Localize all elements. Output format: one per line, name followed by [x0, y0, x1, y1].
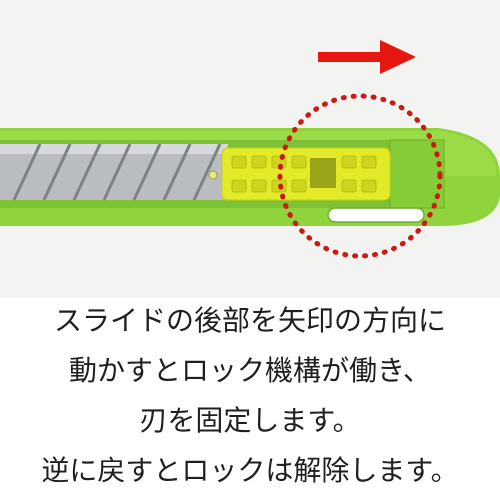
cutter-slider — [221, 147, 391, 201]
arrow-right-icon — [318, 40, 416, 74]
caption-line-3: 刃を固定します。 — [139, 404, 361, 437]
caption-line-4: 逆に戻すとロックは解除します。 — [41, 454, 459, 487]
cutter-blade — [0, 143, 228, 201]
caption-line-1: スライドの後部を矢印の方向に — [53, 304, 446, 337]
caption-line-2: 動かすとロック機構が働き、 — [68, 354, 432, 387]
cutter-front-housing — [389, 139, 445, 209]
dotted-circle-highlight — [277, 93, 443, 259]
cutter-illustration — [0, 40, 500, 259]
cutter-slot — [327, 207, 425, 223]
caption-text: スライドの後部を矢印の方向に 動かすとロック機構が働き、 刃を固定します。 逆に… — [0, 296, 500, 496]
